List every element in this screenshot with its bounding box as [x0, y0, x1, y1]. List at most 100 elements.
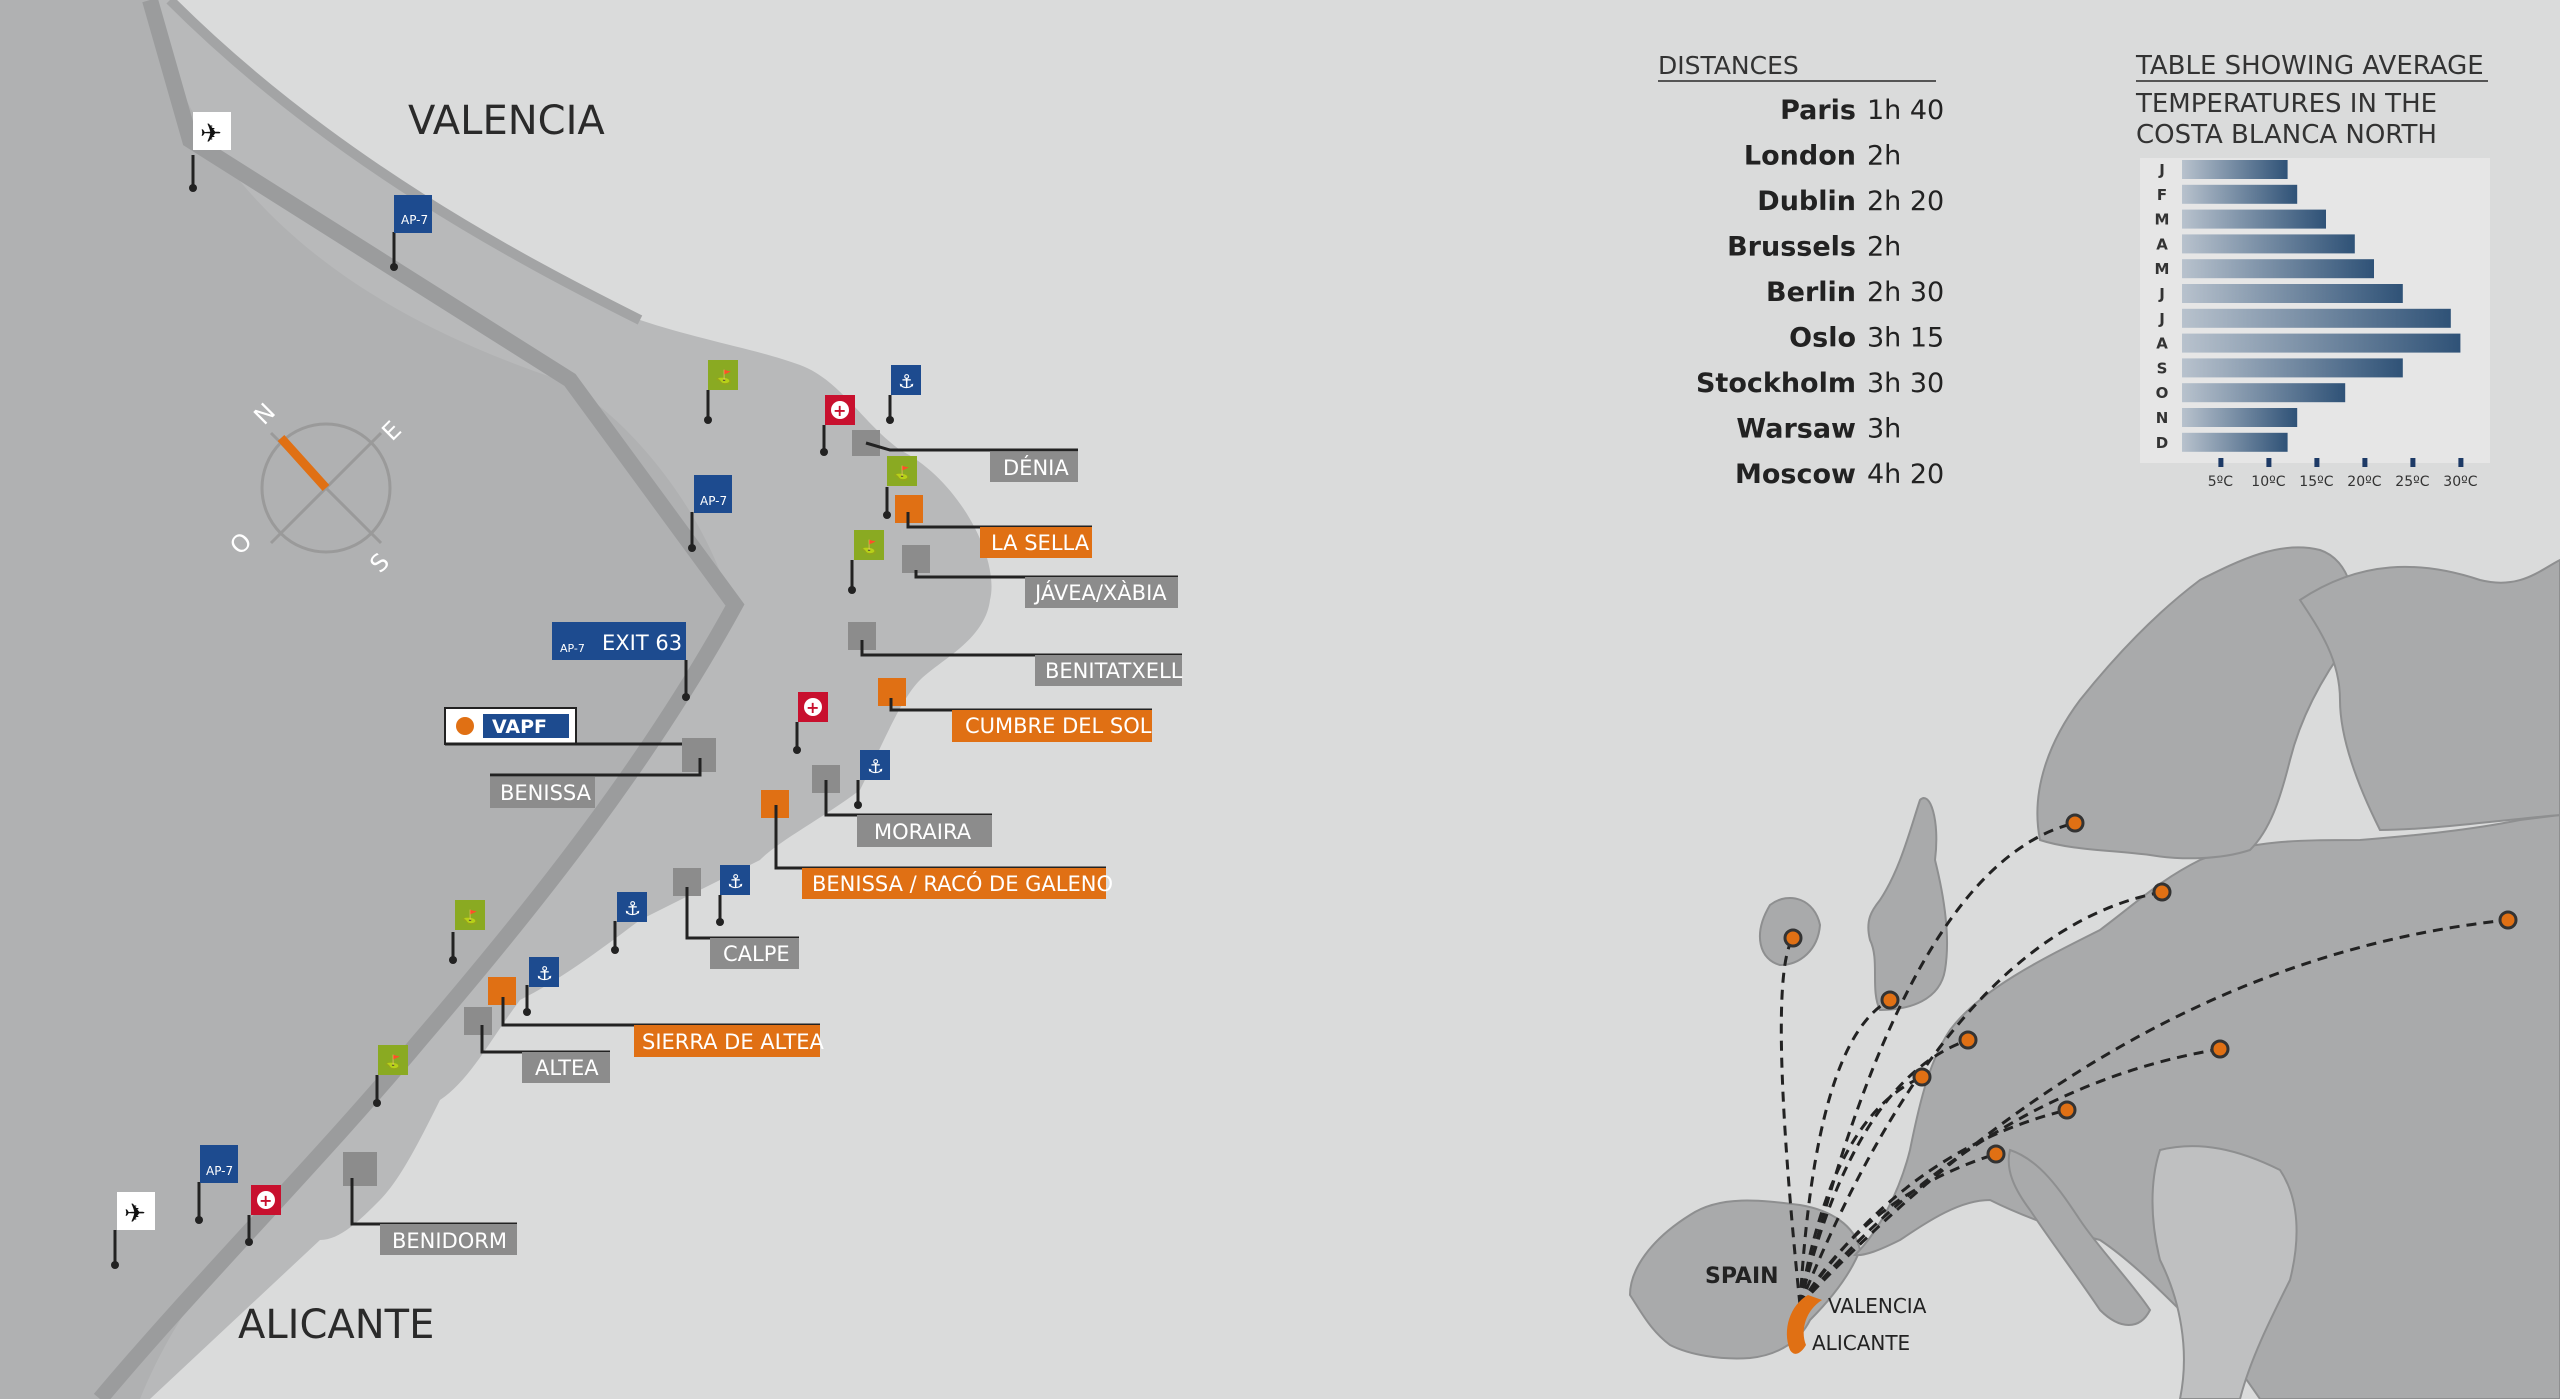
axis-tick — [2266, 458, 2272, 467]
distance-time: 3h 15 — [1867, 323, 1944, 354]
svg-text:⚓: ⚓ — [624, 898, 641, 920]
temperature-chart: TABLE SHOWING AVERAGE TEMPERATURES IN TH… — [2135, 51, 2490, 490]
vapf-logo: VAPF — [444, 707, 700, 746]
distance-city: Stockholm — [1696, 368, 1856, 399]
airport-icon: ✈ — [111, 1192, 155, 1269]
month-label: J — [2158, 310, 2165, 328]
month-label: F — [2157, 186, 2167, 204]
motorway-ap7 — [93, 0, 745, 1399]
svg-text:AP-7: AP-7 — [700, 494, 727, 508]
svg-text:VAPF: VAPF — [492, 716, 547, 738]
svg-text:⛳: ⛳ — [860, 539, 877, 556]
europe-label-valencia: VALENCIA — [1828, 1294, 1927, 1318]
location-benitatxell[interactable]: BENITATXELL — [848, 622, 1183, 686]
temperature-bar — [2182, 259, 2374, 279]
distance-time: 3h 30 — [1867, 368, 1944, 399]
chart-title-line1: TABLE SHOWING AVERAGE — [2135, 51, 2484, 81]
location-raco-de-galeno[interactable]: BENISSA / RACÓ DE GALENO — [761, 790, 1113, 899]
svg-text:⚓: ⚓ — [867, 756, 884, 778]
motorway-icon: AP-7 — [195, 1145, 238, 1224]
destination-dot — [1912, 1067, 1932, 1087]
flight-route — [1798, 918, 2509, 1307]
distance-city: Moscow — [1735, 459, 1856, 490]
svg-text:+: + — [806, 698, 819, 717]
location-benidorm[interactable]: BENIDORM — [343, 1152, 517, 1255]
exit-63-sign: AP-7 EXIT 63 — [552, 622, 690, 701]
location-cumbre-del-sol[interactable]: CUMBRE DEL SOL — [878, 678, 1152, 742]
destination-dot — [1958, 1030, 1978, 1050]
location-sierra-de-altea[interactable]: SIERRA DE ALTEA — [488, 977, 825, 1057]
europe-map: SPAIN VALENCIA ALICANTE — [1628, 546, 2560, 1399]
location-la-sella[interactable]: LA SELLA — [895, 495, 1092, 558]
golf-icon: ⛳ — [883, 456, 917, 519]
distance-city: London — [1744, 141, 1856, 172]
svg-text:⚓: ⚓ — [898, 371, 915, 393]
month-label: N — [2156, 409, 2169, 427]
svg-text:SIERRA DE ALTEA: SIERRA DE ALTEA — [642, 1030, 825, 1054]
distance-time: 1h 40 — [1867, 95, 1944, 126]
location-altea[interactable]: ALTEA — [464, 1007, 610, 1083]
flight-route — [1798, 998, 1891, 1306]
tick-label: 30ºC — [2443, 474, 2477, 490]
destination-dot — [2210, 1039, 2230, 1059]
location-benissa[interactable]: BENISSA — [490, 738, 716, 808]
distance-city: Dublin — [1757, 186, 1856, 217]
svg-text:✈: ✈ — [124, 1199, 146, 1229]
month-label: J — [2158, 285, 2165, 303]
location-calpe[interactable]: CALPE — [673, 868, 799, 969]
airport-icon: ✈ — [189, 112, 231, 192]
destination-dot — [2057, 1100, 2077, 1120]
svg-text:⛳: ⛳ — [461, 909, 478, 926]
location-denia[interactable]: DÉNIA — [852, 430, 1078, 482]
distance-city: Brussels — [1727, 232, 1856, 263]
temperature-bar — [2182, 209, 2326, 229]
russia-north — [2298, 558, 2560, 832]
golf-icon: ⛳ — [848, 530, 884, 594]
flight-route — [1798, 1075, 1923, 1306]
svg-text:⛳: ⛳ — [715, 369, 732, 386]
axis-tick — [2362, 458, 2368, 467]
balkans — [2151, 1145, 2298, 1399]
tick-label: 15ºC — [2299, 474, 2333, 490]
svg-text:BENITATXELL: BENITATXELL — [1045, 659, 1183, 683]
destination-dot — [2498, 910, 2518, 930]
region-name-valencia: VALENCIA — [408, 98, 605, 144]
svg-text:⚓: ⚓ — [727, 871, 744, 893]
distance-time: 2h — [1867, 141, 1901, 172]
health-icon: + — [820, 395, 855, 456]
flight-route — [1798, 890, 2163, 1306]
destination-dot — [2152, 882, 2172, 902]
axis-tick — [2410, 458, 2416, 467]
svg-text:⚓: ⚓ — [536, 963, 553, 985]
svg-text:LA SELLA: LA SELLA — [991, 531, 1090, 555]
distances-title: DISTANCES — [1658, 51, 1799, 80]
tick-label: 10ºC — [2251, 474, 2285, 490]
temperature-bar — [2182, 184, 2298, 204]
destination-dot — [1986, 1144, 2006, 1164]
distance-time: 3h — [1867, 414, 1901, 445]
tick-label: 5ºC — [2208, 474, 2234, 490]
anchor-icon: ⚓ — [854, 750, 890, 809]
temperature-bar — [2182, 284, 2403, 303]
temperature-bar — [2182, 383, 2346, 403]
health-icon: + — [245, 1185, 281, 1246]
regional-map — [0, 0, 992, 1399]
destination-dot — [1783, 928, 1803, 948]
svg-text:BENISSA / RACÓ DE GALENO: BENISSA / RACÓ DE GALENO — [812, 871, 1113, 896]
location-javea[interactable]: JÁVEA/XÀBIA — [902, 545, 1178, 608]
temperature-bar — [2182, 432, 2288, 452]
golf-icon: ⛳ — [449, 900, 485, 964]
distance-city: Paris — [1780, 95, 1856, 126]
temperature-bar — [2182, 333, 2461, 353]
axis-tick — [2458, 458, 2464, 467]
costa-blanca-highlight — [1786, 1295, 1822, 1354]
temperature-bar — [2182, 358, 2403, 378]
destination-dot — [1880, 990, 1900, 1010]
anchor-icon: ⚓ — [886, 365, 921, 424]
svg-text:BENIDORM: BENIDORM — [392, 1229, 507, 1253]
distance-time: 4h 20 — [1867, 459, 1944, 490]
interior-land — [0, 0, 730, 1399]
axis-tick — [2218, 458, 2224, 467]
location-moraira[interactable]: MORAIRA — [812, 765, 992, 847]
